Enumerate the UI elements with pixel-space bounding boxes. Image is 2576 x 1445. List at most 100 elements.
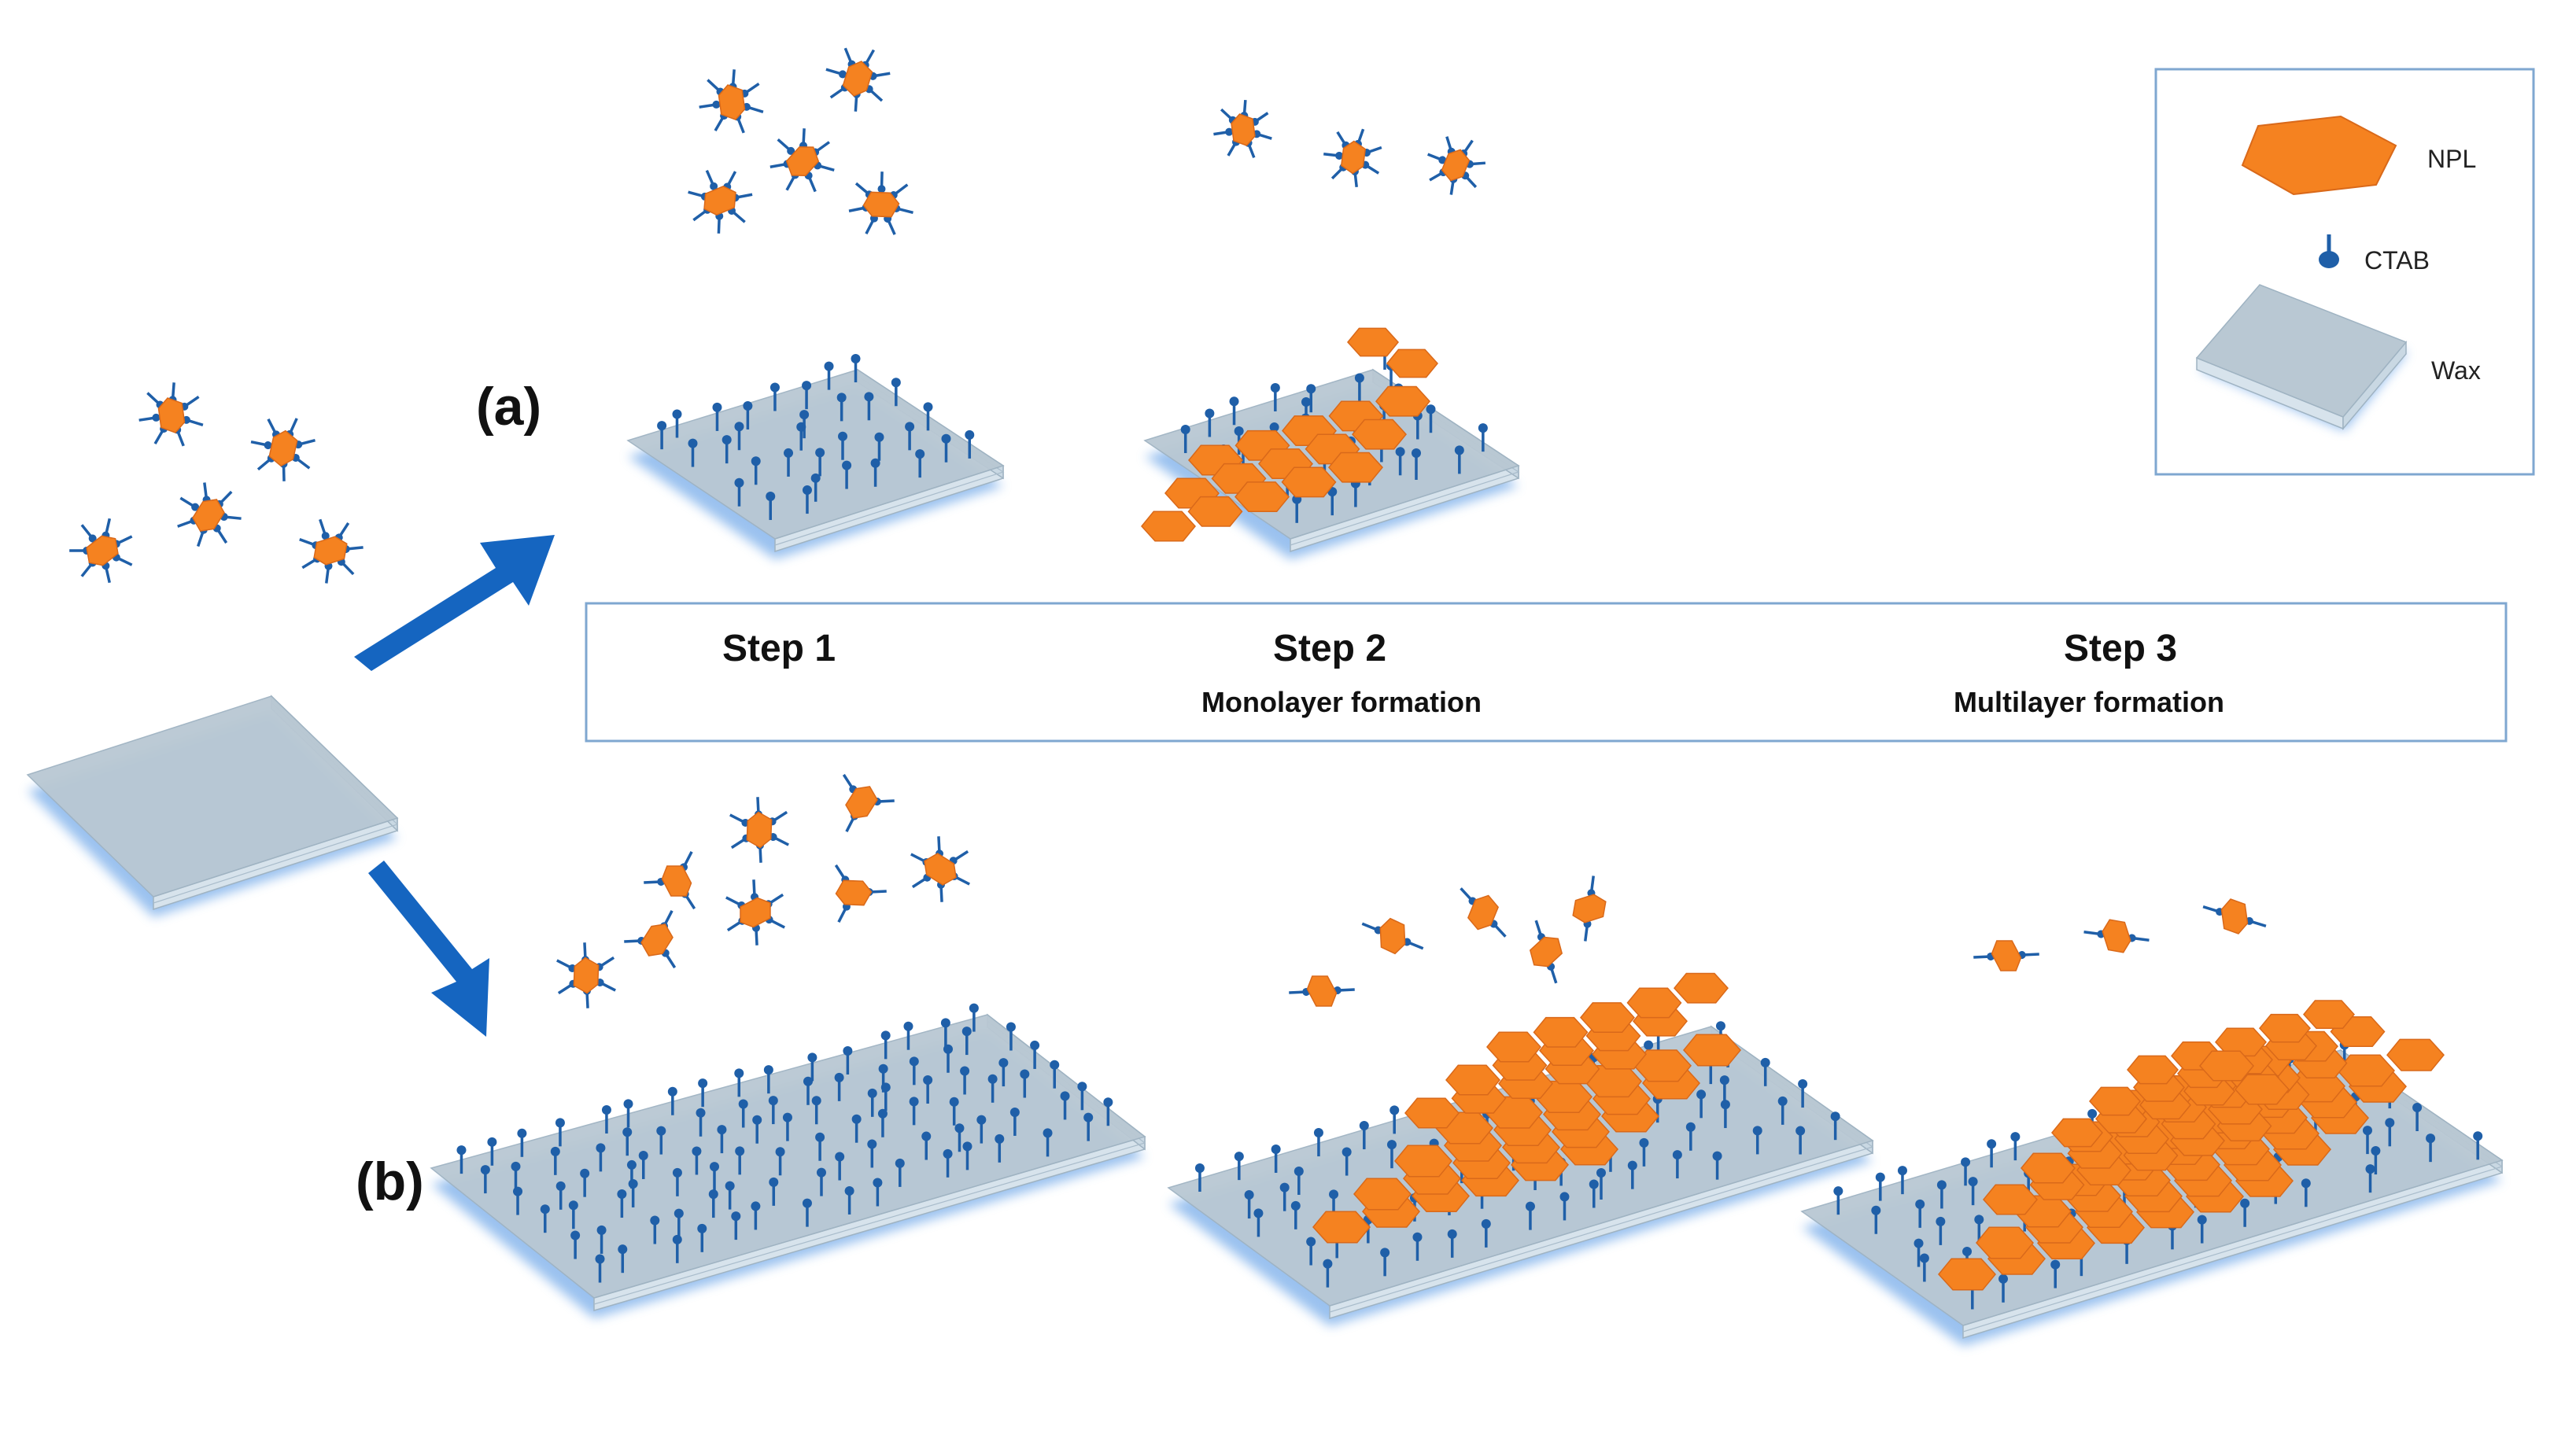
ctab-pin: [1696, 1089, 1707, 1119]
ctab-pin: [1596, 1168, 1606, 1200]
ctab-pin: [650, 1215, 660, 1244]
ctab-pin: [1672, 1150, 1682, 1179]
ctab-pin: [725, 1181, 735, 1210]
ctab-pin: [1342, 1147, 1352, 1176]
ctab-pin: [940, 1018, 950, 1047]
npl-hexagon: [1976, 1226, 2034, 1259]
ctab-pin: [995, 1134, 1005, 1163]
npl-particle: [1529, 920, 1563, 984]
ctab-pin: [1234, 1152, 1244, 1181]
npl-hexagon: [1983, 1184, 2038, 1215]
ctab-pin: [709, 1162, 719, 1191]
npl-particle: [825, 47, 891, 112]
ctab-pin: [601, 1104, 611, 1134]
ctab-pin: [1229, 396, 1239, 426]
ctab-pin: [891, 378, 901, 407]
ctab-pin: [1294, 1166, 1304, 1195]
ctab-pin: [802, 381, 812, 410]
ctab-pin: [2301, 1178, 2311, 1207]
ctab-pin: [998, 1058, 1009, 1087]
ctab-pin: [1627, 1160, 1637, 1189]
free-npl-particles: [69, 47, 2267, 1008]
ctab-pin: [969, 1003, 979, 1032]
ctab-pin: [1830, 1111, 1840, 1141]
ctab-pin: [1454, 445, 1464, 474]
ctab-pin: [1279, 1182, 1290, 1211]
npl-particle: [842, 773, 895, 832]
ctab-pin: [487, 1137, 497, 1166]
npl-hexagon: [2021, 1152, 2076, 1184]
ctab-pin: [1290, 1200, 1301, 1229]
npl-particle: [1289, 975, 1355, 1007]
ctab-pin: [628, 1178, 638, 1207]
step-3-subtitle: Multilayer formation: [1954, 686, 2224, 718]
ctab-pin: [1481, 1218, 1491, 1248]
ctab-pin: [768, 1096, 778, 1125]
ctab-pin: [1359, 1121, 1369, 1150]
npl-hexagon: [2089, 1086, 2141, 1116]
ctab-pin: [1936, 1180, 1947, 1209]
ctab-pin: [815, 1132, 825, 1161]
npl-particle: [1426, 136, 1486, 195]
npl-particle: [177, 482, 242, 547]
ctab-pin: [1271, 1144, 1281, 1173]
npl-particle: [699, 69, 764, 134]
npl-hexagon: [1353, 1178, 1412, 1211]
ctab-pin: [962, 1141, 972, 1170]
ctab-pin: [905, 422, 915, 451]
ctab-pin: [1447, 1229, 1457, 1258]
legend: NPL CTAB Wax: [2154, 68, 2535, 476]
npl-hexagon: [2337, 1054, 2395, 1087]
ctab-pin: [1395, 447, 1405, 476]
ctab-pin: [751, 456, 761, 485]
ctab-pin: [712, 402, 722, 431]
npl-hexagon: [1486, 1031, 1541, 1063]
ctab-pin: [1270, 383, 1280, 412]
ctab-pin: [1313, 1128, 1323, 1157]
ctab-pin: [1083, 1112, 1094, 1141]
ctab-pin: [1919, 1253, 1929, 1282]
ctab-pin: [1777, 1096, 1788, 1125]
ctab-pin: [835, 1152, 845, 1181]
ctab-pin: [617, 1189, 627, 1218]
ctab-pin: [784, 448, 794, 477]
ctab-pin: [810, 473, 821, 502]
step-3-title: Step 3: [2064, 628, 2177, 669]
ctab-pin: [696, 1108, 706, 1137]
ctab-pin: [618, 1244, 628, 1274]
step-2-subtitle: Monolayer formation: [1201, 686, 1482, 718]
ctab-pin: [842, 460, 852, 489]
npl-particle: [250, 418, 316, 481]
ctab-pin: [622, 1127, 633, 1156]
ctab-pin: [2050, 1259, 2061, 1288]
ctab-pin: [697, 1223, 707, 1252]
ctab-pin: [1961, 1157, 1971, 1186]
npl-hexagon: [1626, 987, 1682, 1019]
pin-icon: [2319, 234, 2339, 268]
ctab-pin: [769, 382, 780, 411]
ctab-pin: [1639, 1137, 1649, 1167]
ctab-pin: [550, 1146, 560, 1175]
ctab-pin: [2371, 1146, 2381, 1175]
part-a-label: (a): [476, 377, 541, 437]
ctab-pin: [961, 1027, 972, 1056]
ctab-pin: [1060, 1091, 1070, 1120]
npl-hexagon: [1674, 972, 1729, 1004]
ctab-pin: [1306, 384, 1316, 413]
ctab-pin: [1194, 1163, 1205, 1192]
ctab-pin: [954, 1123, 965, 1152]
npl-particle: [2202, 898, 2267, 934]
ctab-pin: [596, 1225, 607, 1254]
ctab-pin: [775, 1147, 785, 1176]
ctab-pin: [743, 400, 753, 429]
ctab-pin: [1412, 1232, 1423, 1261]
ctab-pin: [834, 1072, 844, 1101]
ctab-pin: [734, 477, 744, 507]
ctab-pin: [1323, 1259, 1333, 1288]
ctab-pin: [2385, 1118, 2395, 1147]
npl-particle: [644, 851, 696, 910]
ctab-pin: [803, 1076, 813, 1105]
ctab-pin: [596, 1143, 606, 1172]
ctab-pin: [1752, 1126, 1762, 1155]
